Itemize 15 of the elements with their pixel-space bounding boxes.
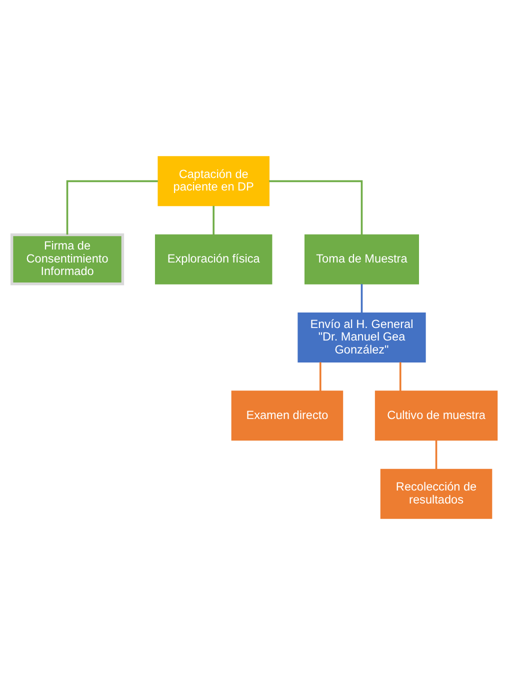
node-box: Recolección de resultados [380, 468, 492, 519]
node-box: Examen directo [231, 390, 344, 441]
node-box: Cultivo de muestra [374, 390, 498, 441]
node-box: Firma de Consentimiento Informado [10, 233, 124, 286]
node-box: Envío al H. General "Dr. Manuel Gea González" [298, 312, 426, 362]
connector [399, 362, 402, 392]
connector [319, 362, 322, 392]
connector [66, 180, 158, 235]
node-box: Captación de paciente en DP [158, 156, 270, 206]
node-box: Exploración física [154, 234, 272, 284]
connector [435, 440, 438, 470]
connector [269, 180, 363, 235]
node-box: Toma de Muestra [304, 234, 419, 284]
connector [360, 284, 363, 313]
connector [212, 206, 214, 235]
